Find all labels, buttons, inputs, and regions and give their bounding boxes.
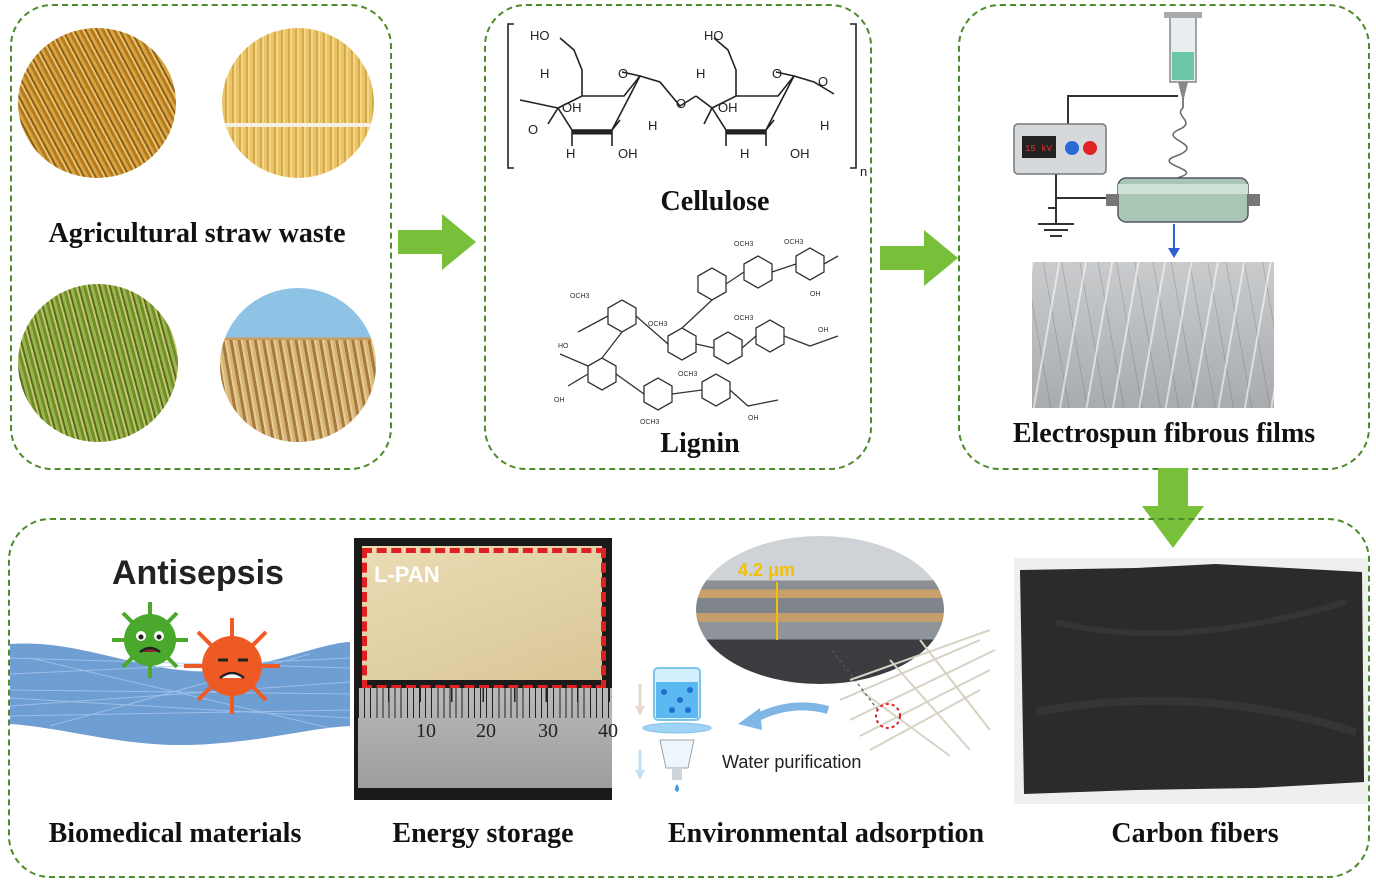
straw-photo-1 <box>18 28 176 178</box>
environmental-caption: Environmental adsorption <box>667 818 985 849</box>
cellulose-oh-2: OH <box>618 146 638 161</box>
electrospun-caption: Electrospun fibrous films <box>1012 418 1316 449</box>
ruler-tick-10: 10 <box>416 720 436 742</box>
curved-blue-arrow <box>738 702 830 730</box>
svg-text:OCH3: OCH3 <box>784 239 804 246</box>
fiber-membrane-with-viruses <box>10 602 350 746</box>
thickness-label: 4.2 μm <box>738 560 796 580</box>
lignin-label: Lignin <box>660 428 740 459</box>
cellulose-h-3: H <box>648 118 657 133</box>
svg-text:OCH3: OCH3 <box>570 293 590 300</box>
straw-photo-2 <box>222 28 374 178</box>
cellulose-oh-4: OH <box>790 146 810 161</box>
electrospinning-setup: 15 kV <box>1013 12 1260 258</box>
arrow-down <box>1142 468 1204 548</box>
svg-text:HO: HO <box>558 343 569 350</box>
arrow-right-1 <box>398 214 476 270</box>
svg-text:OCH3: OCH3 <box>734 241 754 248</box>
svg-text:OH: OH <box>748 415 759 422</box>
straw-photo-3 <box>18 284 178 442</box>
carbon-caption: Carbon fibers <box>1111 818 1279 849</box>
carbon-fiber-sheet <box>1020 564 1364 794</box>
svg-text:OH: OH <box>554 397 565 404</box>
svg-text:OCH3: OCH3 <box>640 419 660 426</box>
green-virus-icon <box>112 602 188 678</box>
straw-photo-4 <box>220 288 376 442</box>
cellulose-oh-1: OH <box>562 100 582 115</box>
svg-text:OH: OH <box>810 291 821 298</box>
ruler-tick-30: 30 <box>538 720 558 742</box>
cellulose-o-2: O <box>676 96 686 111</box>
cellulose-o-5: O <box>818 74 828 89</box>
chem-panel <box>484 4 872 470</box>
voltage-display: 15 kV <box>1025 144 1053 154</box>
cellulose-o-4: O <box>528 122 538 137</box>
antisepsis-title: Antisepsis <box>112 554 284 592</box>
cellulose-ho-1: HO <box>530 28 550 43</box>
energy-caption: Energy storage <box>392 818 574 849</box>
water-purification-device <box>635 667 712 792</box>
arrow-right-2 <box>880 230 958 286</box>
cellulose-h-2: H <box>566 146 575 161</box>
straw-panel <box>10 4 392 470</box>
cellulose-h-1: H <box>540 66 549 81</box>
ruler: 10 20 30 40 <box>358 688 618 788</box>
lpan-membrane <box>362 546 602 680</box>
ruler-tick-20: 20 <box>476 720 496 742</box>
cellulose-h-4: H <box>696 66 705 81</box>
svg-text:OCH3: OCH3 <box>648 321 668 328</box>
svg-text:OCH3: OCH3 <box>678 371 698 378</box>
energy-photo: L-PAN 10 20 30 40 <box>354 538 618 800</box>
lpan-red-frame <box>362 548 606 690</box>
cellulose-structure: HO HO O O O O O OH OH OH OH H H H H H H … <box>507 23 867 179</box>
orange-virus-icon <box>184 618 280 714</box>
svg-text:OH: OH <box>818 327 829 334</box>
cellulose-oh-3: OH <box>718 100 738 115</box>
svg-text:OCH3: OCH3 <box>734 315 754 322</box>
cellulose-o-1: O <box>618 66 628 81</box>
cellulose-h-6: H <box>820 118 829 133</box>
water-purification-label: Water purification <box>722 752 862 772</box>
applications-panel <box>8 518 1370 878</box>
straw-caption: Agricultural straw waste <box>48 218 346 249</box>
biomedical-caption: Biomedical materials <box>48 818 302 849</box>
cellulose-repeat-n: n <box>860 164 867 179</box>
ruler-tick-40: 40 <box>598 720 618 742</box>
lpan-label: L-PAN <box>374 562 440 587</box>
cellulose-h-5: H <box>740 146 749 161</box>
fibrous-film-sem-image <box>1032 262 1274 408</box>
cellulose-ho-2: HO <box>704 28 724 43</box>
cross-section-sem: 4.2 μm <box>696 536 944 684</box>
filter-membrane-illustration <box>831 629 996 757</box>
cellulose-o-3: O <box>772 66 782 81</box>
cellulose-label: Cellulose <box>660 186 770 217</box>
